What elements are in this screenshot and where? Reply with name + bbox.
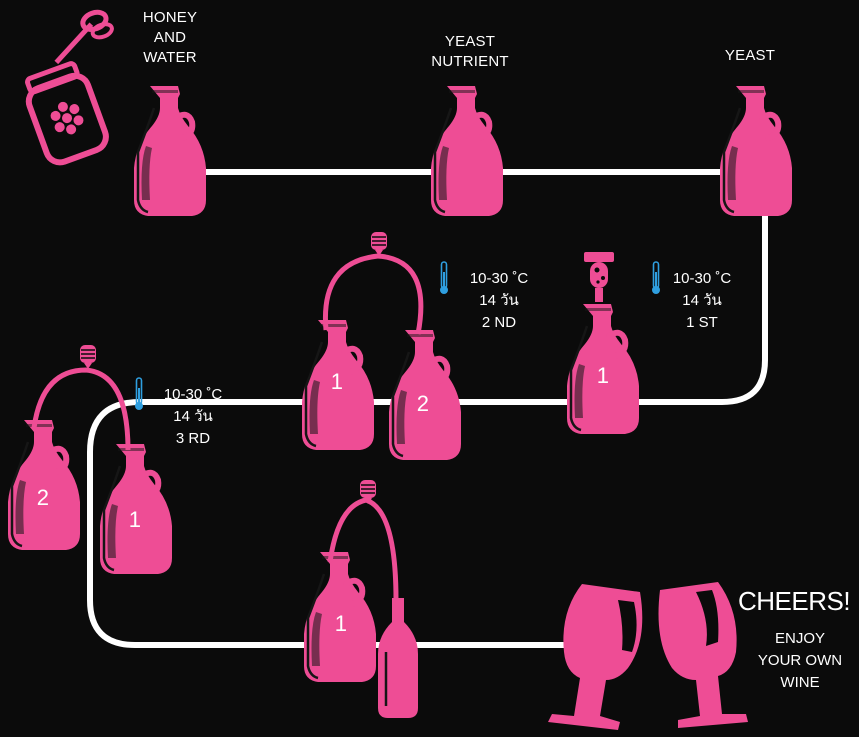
- wine-glasses-icon: [548, 582, 748, 730]
- jug-number-stage3-target: 1: [120, 506, 150, 534]
- jug-yeast-nutrient: [431, 86, 503, 216]
- jug-number-stage3-source: 2: [28, 484, 58, 512]
- step-label-honey-water: HONEY AND WATER: [120, 8, 220, 68]
- jug-number-bottling: 1: [326, 610, 356, 638]
- thermometer-icon-stage1: [652, 262, 660, 294]
- jug-honey-water: [134, 86, 206, 216]
- jug-number-stage2-target: 2: [408, 390, 438, 418]
- stage-info-1: 10-30 ˚C 14 วัน 1 ST: [666, 268, 738, 334]
- stage-info-2: 10-30 ˚C 14 วัน 2 ND: [464, 268, 534, 334]
- test-tube-icon: [584, 252, 614, 302]
- stage-info-3: 10-30 ˚C 14 วัน 3 RD: [158, 384, 228, 450]
- enjoy-caption: ENJOY YOUR OWN WINE: [744, 628, 856, 694]
- airlock-icon-stage3: [80, 345, 96, 369]
- jug-number-stage2-source: 1: [322, 368, 352, 396]
- jug-yeast: [720, 86, 792, 216]
- airlock-icon-stage2: [371, 232, 387, 256]
- step-label-yeast: YEAST: [710, 46, 790, 66]
- thermometer-icon-stage3: [135, 378, 143, 410]
- cheers-title: CHEERS!: [738, 586, 850, 616]
- wine-bottle-icon: [378, 598, 418, 718]
- step-label-yeast-nutrient: YEAST NUTRIENT: [410, 32, 530, 72]
- thermometer-icon-stage2: [440, 262, 448, 294]
- jug-number-stage1: 1: [588, 362, 618, 390]
